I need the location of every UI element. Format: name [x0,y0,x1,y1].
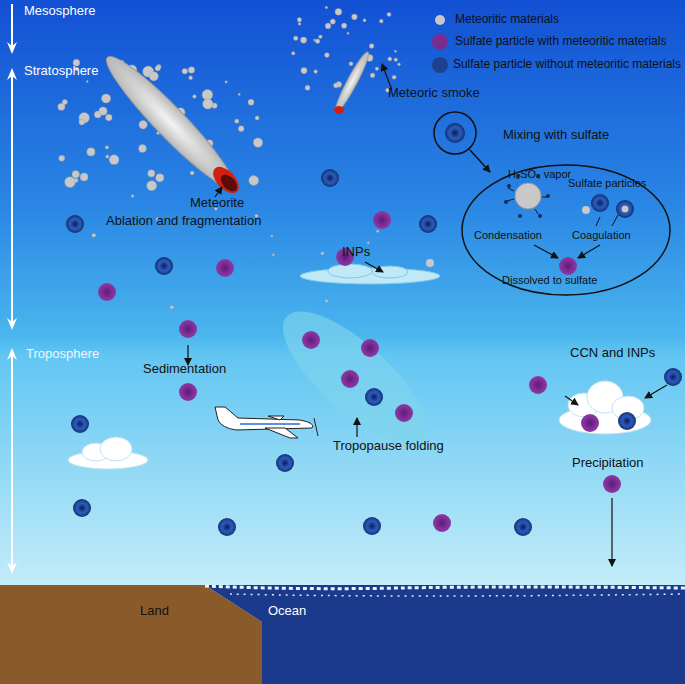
legend-text: Sulfate particle without meteoritic mate… [453,58,681,72]
label: Ablation and fragmentation [106,214,261,229]
process-text: Condensation [474,229,542,242]
label: Precipitation [572,456,644,471]
legend-text: Sulfate particle with meteoritic materia… [455,35,666,49]
label: Sedimentation [143,362,226,377]
process-text: Dissolved to sulfate [502,274,597,287]
label: INPs [342,245,370,260]
label: Tropopause folding [333,439,444,454]
label: Mesosphere [24,4,96,19]
legend-text: Meteoritic materials [455,13,559,27]
label: Mixing with sulfate [503,128,609,143]
label: Ocean [268,604,306,619]
label: CCN and INPs [570,346,655,361]
legend-swatch [430,10,450,30]
label: Troposphere [26,347,99,362]
label: Meteoric smoke [388,86,480,101]
mixing-ellipse: H₂SO₄ vaporSulfate particlesCondensation… [460,163,672,297]
process-text: Sulfate particles [568,177,646,190]
label: Meteorite [190,196,244,211]
process-text: Coagulation [572,229,631,242]
label: Stratosphere [24,64,98,79]
legend-swatch [430,55,450,75]
label: Land [140,604,169,619]
legend-swatch [430,32,450,52]
process-text: H₂SO₄ vapor [508,168,571,181]
